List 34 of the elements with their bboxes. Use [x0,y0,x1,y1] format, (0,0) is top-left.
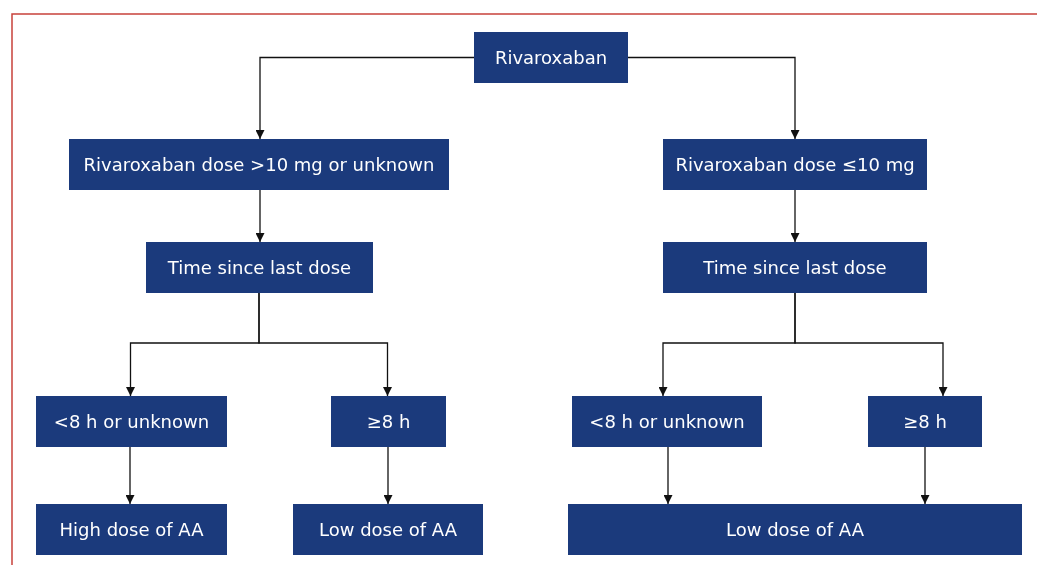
arrow [794,292,948,397]
box-label: Time since last dose [703,257,887,278]
box-label: High dose of AA [59,519,204,540]
arrow [258,292,392,397]
process-box [568,504,1022,555]
box-label: <8 h or unknown [589,411,745,432]
arrow [627,56,800,140]
arrow [920,446,930,505]
box-label: Rivaroxaban dose ≤10 mg [675,154,915,175]
process-box [36,504,227,555]
arrow [383,446,393,505]
process-box [474,32,628,83]
box-label: Low dose of AA [319,519,457,540]
arrow [255,56,475,140]
process-box [331,396,446,447]
box-label: ≥8 h [903,411,947,432]
arrow [790,189,800,243]
box-label: Low dose of AA [726,519,864,540]
box-label: ≥8 h [366,411,411,432]
process-box [146,242,373,293]
process-box [36,396,227,447]
box-label: Rivaroxaban [494,47,608,68]
arrow [125,446,135,505]
process-box [293,504,483,555]
box-label: Rivaroxaban dose >10 mg or unknown [83,154,435,175]
process-box [868,396,982,447]
process-box [69,139,449,190]
process-box [663,139,927,190]
box-label: <8 h or unknown [53,411,210,432]
process-box [663,242,927,293]
box-label: Time since last dose [167,257,352,278]
process-box [572,396,762,447]
arrow [663,446,673,505]
arrow [255,189,265,243]
